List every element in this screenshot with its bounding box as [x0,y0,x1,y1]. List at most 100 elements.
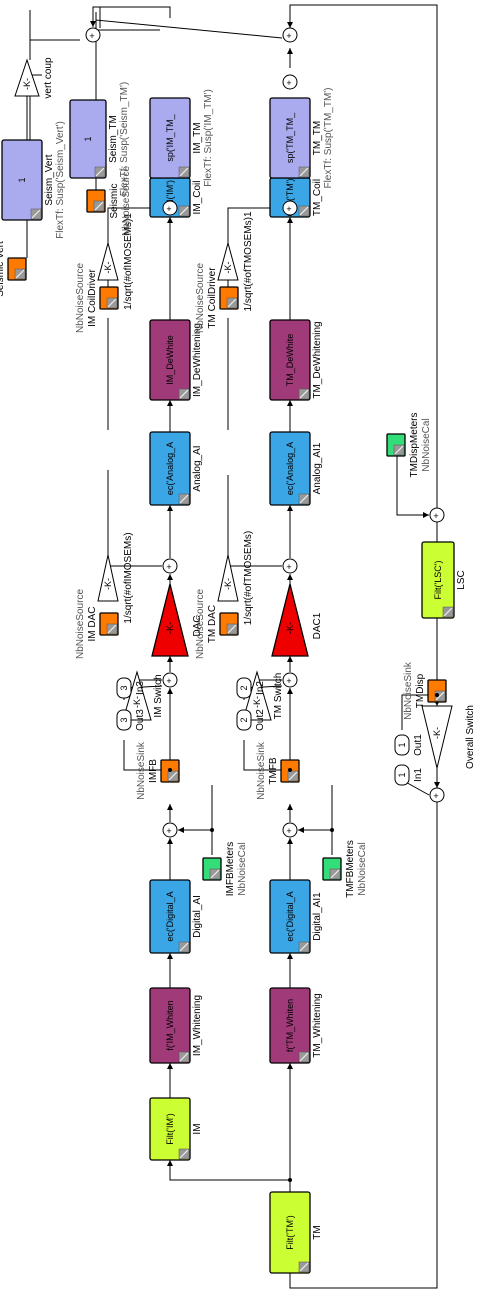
arrow-head [287,838,293,844]
block-sublabel: NbNoiseCal [421,418,432,471]
sum-junction[interactable]: + [429,507,445,523]
block-sublabel: FlexTf: Susp('Seism_Vert') [55,121,66,239]
sum-sign: + [166,562,171,572]
arrow-head [167,574,173,580]
mask-badge-stroke [168,771,178,781]
im-coil-gain-gain[interactable]: -K-1/sqrt(#ofIMOSEMs)1 [97,213,134,310]
arrow-head [167,400,173,406]
block-sublabel: NbNoiseCal [357,842,368,895]
arrow-head [287,953,293,959]
tm-dac-block[interactable]: -K-DAC1 [271,583,323,657]
mask-badge-stroke [435,691,445,701]
block-label: TMFB [268,757,279,785]
sum-junction[interactable]: + [162,558,178,574]
block-inner-text: sp('TM_TM_ [285,112,295,163]
branch-point [435,693,439,697]
signal-wire [107,207,162,243]
signal-wire [401,694,437,730]
block-label: Digital_AI [192,895,203,938]
sum-sign: + [286,826,291,836]
sum-junction[interactable]: + [282,200,298,216]
sum-junction[interactable]: + [282,822,298,838]
mask-badge-stroke [31,209,41,219]
gain-label: 1/sqrt(#ofTMOSEMs) [243,531,254,625]
sum-junction[interactable]: + [282,672,298,688]
gain-label: 1/sqrt(#ofIMOSEMs) [123,532,134,623]
im-dac-block[interactable]: -K-DAC [151,583,203,657]
tm-dac-gain-gain[interactable]: -K-1/sqrt(#ofTMOSEMs) [217,531,254,625]
gain-inner-text: -K- [252,696,262,708]
sum-sign: + [166,826,171,836]
sum-junction[interactable]: + [85,27,101,43]
branch-point [288,768,292,772]
mask-badge-stroke [227,624,237,634]
tm-coil-gain-gain[interactable]: -K-1/sqrt(#ofTMOSEMs)1 [217,211,254,312]
signal-wire [243,740,290,771]
sum-junction[interactable]: + [162,200,178,216]
block-sublabel: NbNoiseCal [237,842,248,895]
arrow-head [287,1063,293,1069]
sum-sign: + [286,31,291,41]
sum-junction[interactable]: + [429,787,445,803]
sum-sign: + [433,791,438,801]
branch-point [330,828,334,832]
block-sublabel: NbNoiseSource [195,263,206,333]
gain-label: TM Switch [273,673,284,720]
sum-junction[interactable]: + [162,822,178,838]
branch-point [210,828,214,832]
im-dac-gain-gain[interactable]: -K-1/sqrt(#ofIMOSEMs) [97,532,134,624]
arrow-head [167,656,173,662]
gain-label: 1/sqrt(#ofIMOSEMs)1 [123,213,134,310]
sum-junction[interactable]: + [282,27,298,43]
seismic-vert-block[interactable]: Seismic VertNbNoiseSource [0,234,27,304]
sum-junction[interactable]: + [282,558,298,574]
block-inner-text: 1 [17,177,27,182]
overall-switch-gain[interactable]: -K-Overall Switch [421,705,476,769]
port-label: Out3 [135,709,146,731]
port-label: In3 [135,681,146,695]
block-sublabel: NbNoiseSource [195,589,206,659]
mask-badge-stroke [299,1262,309,1272]
tm-coil-block[interactable]: Coil('TM')TM_Coil [269,177,323,218]
port-number: 1 [397,742,407,747]
block-label: DAC [192,615,203,636]
sum-junction[interactable]: + [162,672,178,688]
sum-sign: + [166,204,171,214]
mask-badge-stroke [179,1149,189,1159]
port-label: In2 [255,681,266,695]
vert-coup-gain[interactable]: -K-vert coup [14,57,54,99]
im-filter-block[interactable]: Filt('IM')IM [149,1097,203,1161]
lsc-filter-block[interactable]: Filt('LSC')LSC [421,541,467,619]
sum-junction[interactable]: + [282,74,298,90]
tm-filter-block[interactable]: Filt('TM')TM [269,1191,323,1274]
